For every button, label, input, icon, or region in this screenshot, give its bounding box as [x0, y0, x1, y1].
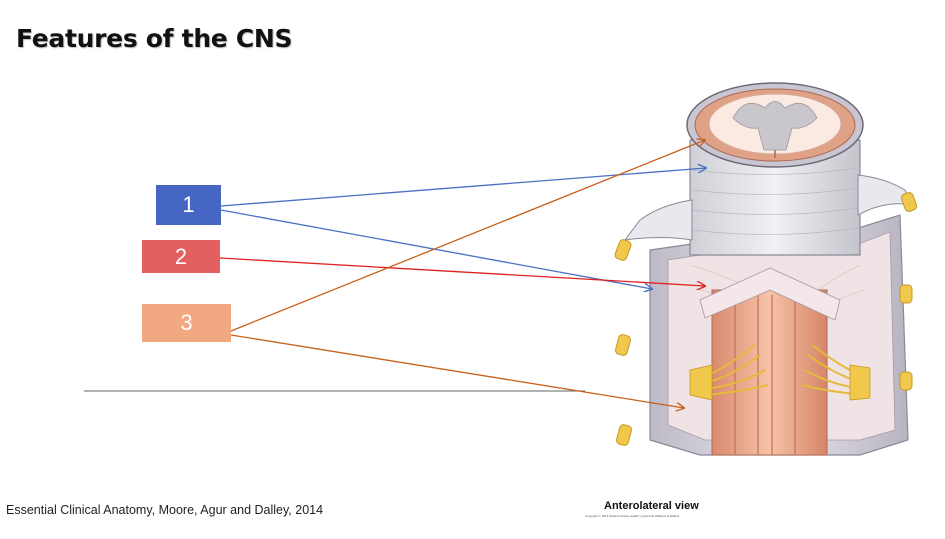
source-citation: Essential Clinical Anatomy, Moore, Agur … — [6, 503, 324, 517]
spinal-cord-figure — [614, 82, 918, 456]
label-box-2: 2 — [142, 240, 220, 273]
figure-caption: Anterolateral view — [604, 500, 699, 512]
label-box-1: 1 — [156, 185, 221, 225]
arrow-1-lower — [220, 209, 652, 289]
slide-title: Features of the CNS — [16, 24, 293, 53]
figure-copyright: Copyright © 2014 Wolters Kluwer Health |… — [585, 514, 680, 518]
pointer-arrows — [219, 140, 706, 408]
arrow-1-upper — [220, 168, 706, 207]
arrow-3-upper — [230, 140, 705, 332]
label-box-3: 3 — [142, 304, 231, 342]
arrow-2 — [219, 257, 705, 286]
arrow-3-lower — [230, 334, 684, 408]
